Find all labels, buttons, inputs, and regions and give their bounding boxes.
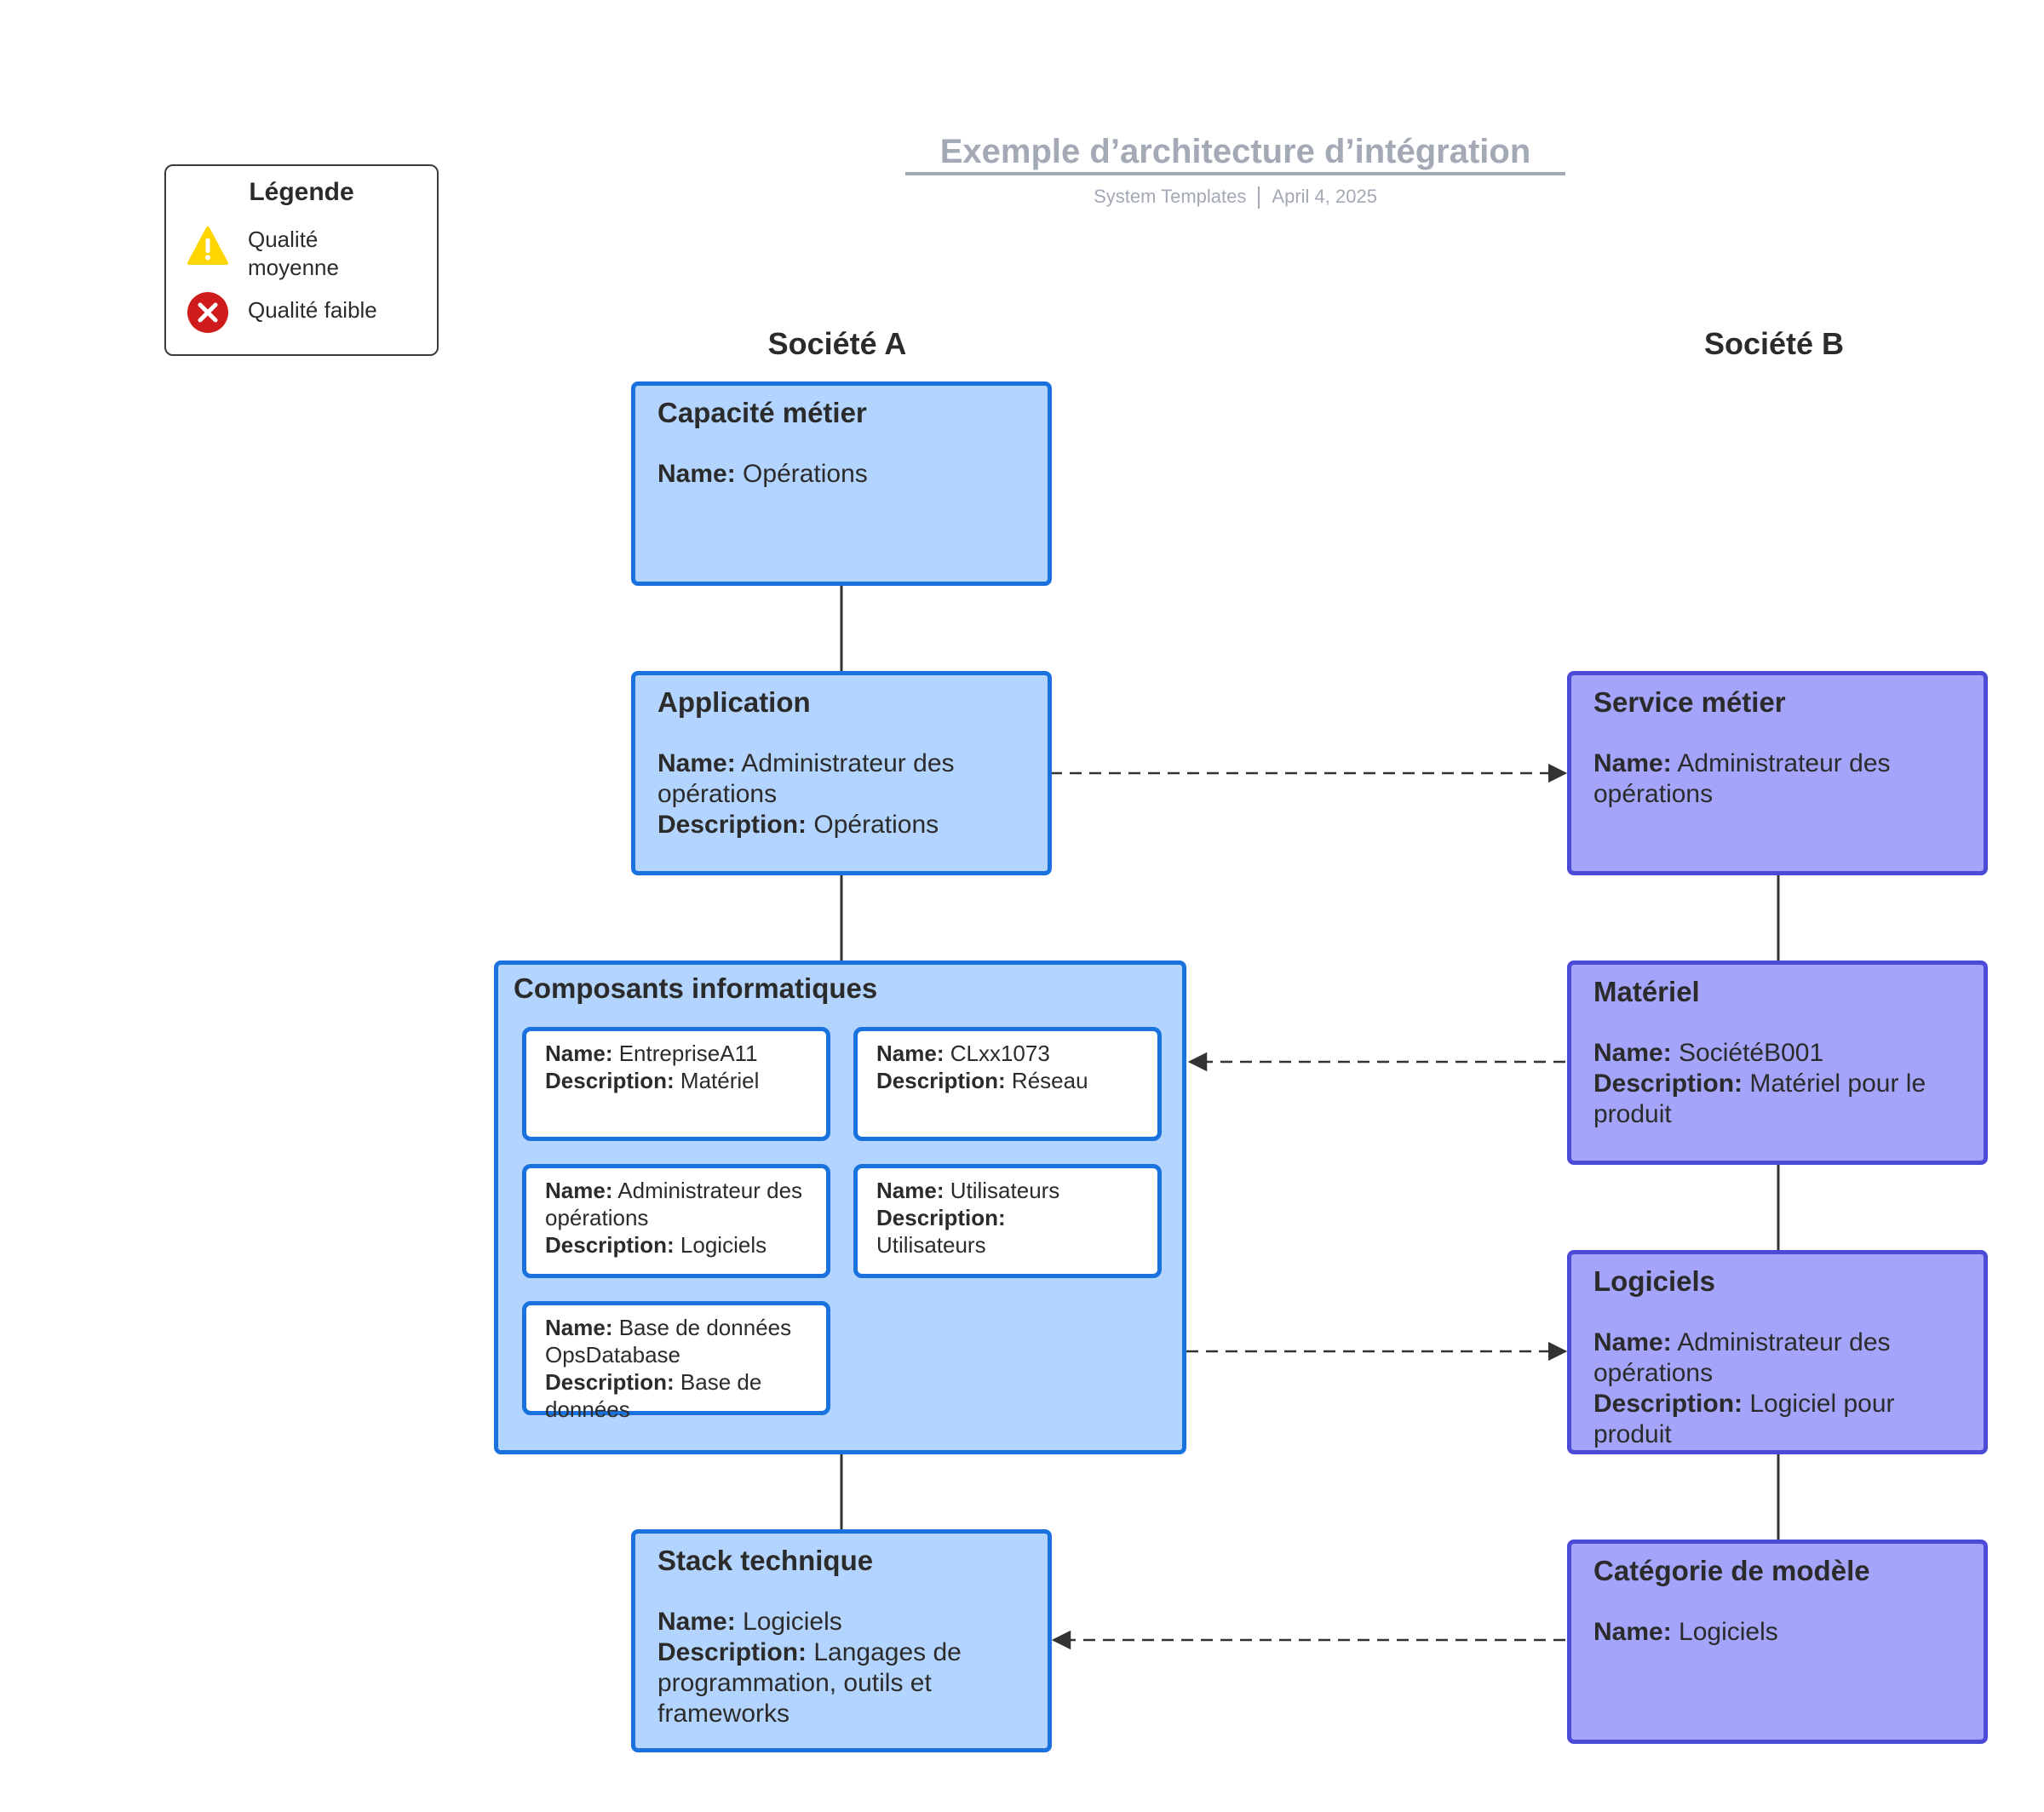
legend-label-low: Qualité faible xyxy=(248,297,377,323)
application-box[interactable]: Application Name: Administrateur des opé… xyxy=(631,671,1052,875)
company-a-heading: Société A xyxy=(767,326,907,361)
date-label: April 4, 2025 xyxy=(1272,186,1377,207)
business-service-box[interactable]: Service métier Name: Administrateur des … xyxy=(1567,671,1988,875)
tech-stack-title: Stack technique xyxy=(657,1545,874,1576)
business-service-title: Service métier xyxy=(1593,686,1786,718)
it-components-title: Composants informatiques xyxy=(514,972,878,1004)
legend-title: Légende xyxy=(249,178,354,206)
component-item[interactable]: Name: Utilisateurs Description: Utilisat… xyxy=(853,1164,1162,1278)
legend: Légende Qualité moyenne Qualité faible xyxy=(164,164,439,356)
application-name: Name: Administrateur des opérations xyxy=(657,749,955,808)
warning-icon xyxy=(187,226,228,265)
model-category-box[interactable]: Catégorie de modèle Name: Logiciels xyxy=(1567,1540,1988,1744)
component-item[interactable]: Name: CLxx1073 Description: Réseau xyxy=(853,1027,1162,1141)
source-label: System Templates xyxy=(1094,186,1247,207)
diagram-subtitle: System Templates April 4, 2025 xyxy=(905,186,1565,209)
business-service-name: Name: Administrateur des opérations xyxy=(1593,749,1891,808)
capability-title: Capacité métier xyxy=(657,397,867,428)
software-box[interactable]: Logiciels Name: Administrateur des opéra… xyxy=(1567,1250,1988,1454)
software-description: Description: Logiciel pour produit xyxy=(1593,1390,1895,1448)
software-name: Name: Administrateur des opérations xyxy=(1593,1328,1891,1387)
model-category-name: Name: Logiciels xyxy=(1593,1618,1778,1646)
legend-item-medium: Qualité moyenne xyxy=(187,226,376,282)
capability-name: Name: Opérations xyxy=(657,460,868,488)
hardware-description: Description: Matériel pour le produit xyxy=(1593,1069,1926,1128)
component-item[interactable]: Name: Base de données OpsDatabase Descri… xyxy=(522,1301,830,1422)
hardware-box[interactable]: Matériel Name: SociétéB001 Description: … xyxy=(1567,960,1988,1165)
application-description: Description: Opérations xyxy=(657,811,939,839)
error-icon xyxy=(187,292,228,333)
hardware-name: Name: SociétéB001 xyxy=(1593,1039,1824,1067)
legend-label-medium: Qualité moyenne xyxy=(248,226,339,280)
diagram-title: Exemple d’architecture d’intégration xyxy=(905,128,1565,175)
tech-stack-description: Description: Langages de programmation, … xyxy=(657,1638,962,1728)
component-item[interactable]: Name: EntrepriseA11 Description: Matérie… xyxy=(522,1027,830,1141)
tech-stack-name: Name: Logiciels xyxy=(657,1608,842,1636)
component-item[interactable]: Name: Administrateur des opérations Desc… xyxy=(522,1164,830,1278)
subtitle-divider xyxy=(1258,186,1260,209)
software-title: Logiciels xyxy=(1593,1265,1716,1297)
tech-stack-box[interactable]: Stack technique Name: Logiciels Descript… xyxy=(631,1529,1052,1752)
model-category-title: Catégorie de modèle xyxy=(1593,1555,1870,1586)
capability-box[interactable]: Capacité métier Name: Opérations xyxy=(631,381,1052,586)
legend-item-low: Qualité faible xyxy=(187,291,377,334)
company-b-heading: Société B xyxy=(1703,326,1845,361)
application-title: Application xyxy=(657,686,811,718)
hardware-title: Matériel xyxy=(1593,976,1700,1007)
